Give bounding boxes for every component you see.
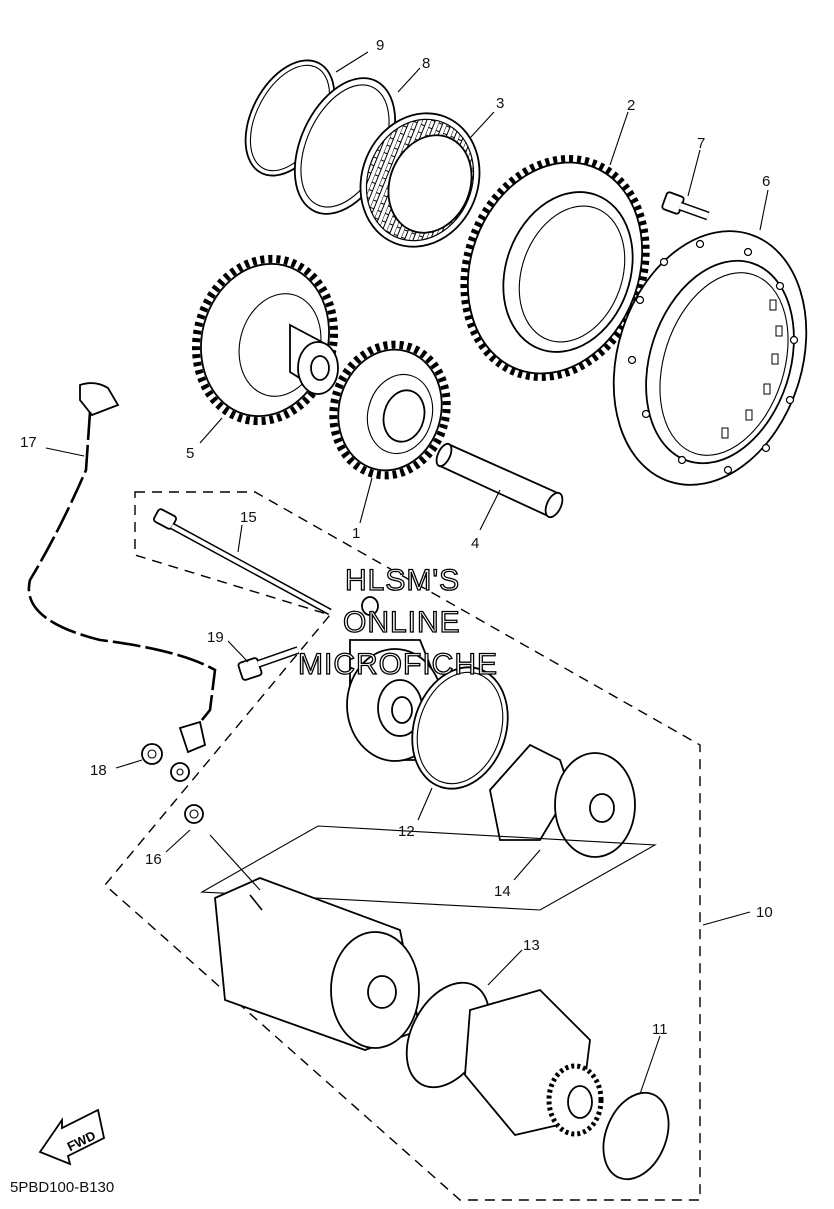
- part-19-bolt: [237, 646, 300, 681]
- part-15-long-bolt: [153, 508, 332, 616]
- label-part-12: 12: [398, 823, 415, 840]
- part-2-wheel-gear: [460, 155, 650, 381]
- part-1-gear: [329, 340, 451, 480]
- label-part-10: 10: [756, 904, 773, 921]
- watermark: HLSM'S ONLINE MICROFICHE: [297, 563, 498, 681]
- label-part-3: 3: [496, 95, 504, 112]
- part-labels: 9 8 3 2 7 6 5 1 4 17 15 19 18 16 12 14 1…: [20, 37, 773, 1038]
- label-part-17: 17: [20, 434, 37, 451]
- label-part-9: 9: [376, 37, 384, 54]
- label-part-7: 7: [697, 135, 705, 152]
- label-part-18: 18: [90, 762, 107, 779]
- watermark-line-2: ONLINE: [343, 606, 461, 639]
- starter-rear-cover: [464, 988, 604, 1137]
- part-14-brush-holder: [200, 743, 657, 911]
- part-7-bolt: [661, 191, 710, 221]
- label-part-11: 11: [652, 1021, 668, 1038]
- part-11-o-ring: [602, 1091, 670, 1181]
- label-part-19: 19: [207, 629, 224, 646]
- label-part-6: 6: [762, 173, 770, 190]
- leader-lines: [45, 51, 769, 1095]
- assembly-outline: [104, 491, 701, 1201]
- watermark-line-3: MICROFICHE: [298, 648, 498, 681]
- label-part-8: 8: [422, 55, 430, 72]
- watermark-line-1: HLSM'S: [345, 564, 460, 597]
- label-part-4: 4: [471, 535, 479, 552]
- fwd-arrow: FWD: [38, 1108, 106, 1166]
- part-17-cable: [27, 382, 217, 782]
- label-part-13: 13: [523, 937, 540, 954]
- diagram-code: 5PBD100-B130: [10, 1179, 114, 1196]
- label-part-5: 5: [186, 445, 194, 462]
- part-3-one-way-clutch: [359, 112, 481, 248]
- part-16-nut: [184, 804, 204, 824]
- starter-motor-body: [214, 877, 422, 1051]
- part-12-o-ring: [411, 666, 509, 790]
- label-part-15: 15: [240, 509, 257, 526]
- part-4-shaft: [435, 442, 564, 519]
- label-part-14: 14: [494, 883, 511, 900]
- part-6-starter-clutch: [612, 230, 808, 486]
- part-18-nut: [141, 743, 163, 765]
- label-part-1: 1: [352, 525, 360, 542]
- label-part-16: 16: [145, 851, 162, 868]
- label-part-2: 2: [627, 97, 635, 114]
- part-5-idler-gear: [191, 254, 339, 426]
